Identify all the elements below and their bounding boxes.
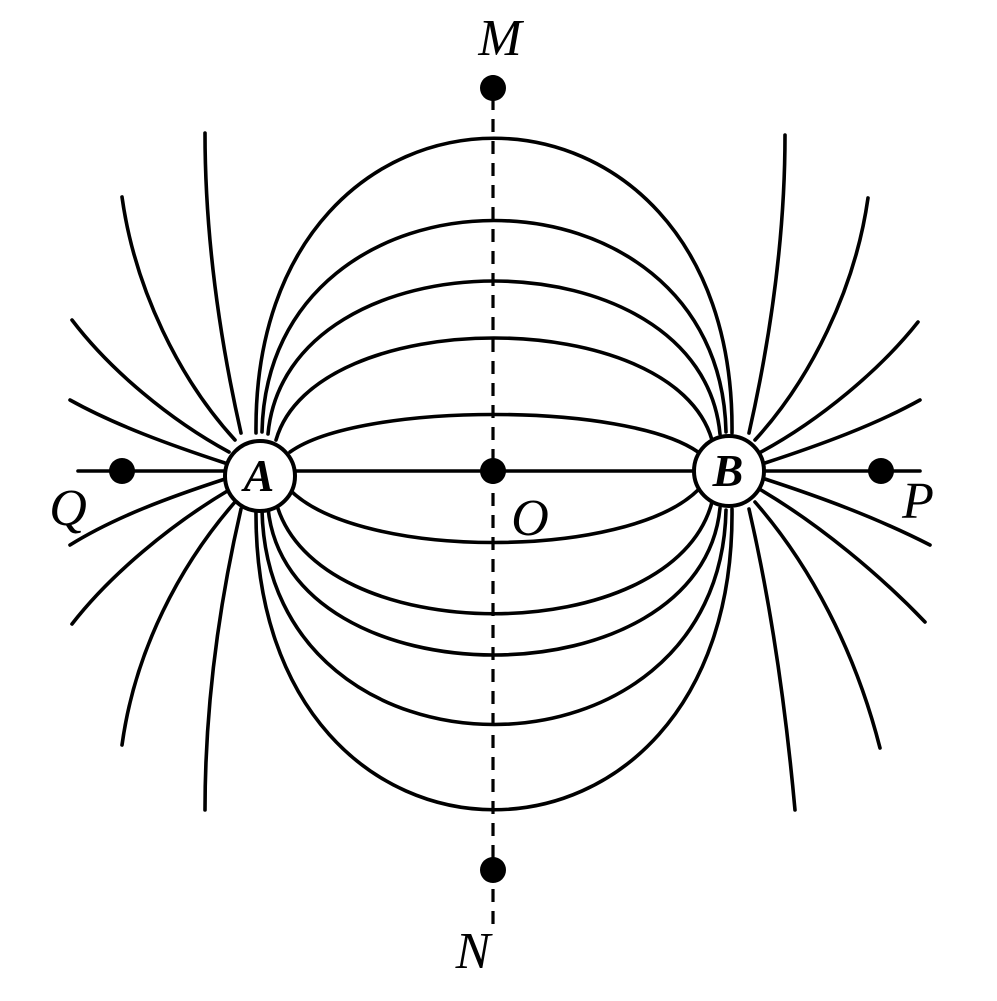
point-q-label: Q xyxy=(49,480,87,537)
point-m-dot xyxy=(480,75,506,101)
field-line-right-upper-4 xyxy=(747,133,787,435)
field-line-right-lower-4 xyxy=(747,507,797,812)
point-p-dot xyxy=(868,458,894,484)
point-o-label: O xyxy=(511,490,549,547)
field-line-left-lower-1 xyxy=(68,477,227,547)
field-line-left-upper-1 xyxy=(68,398,227,465)
field-line-right-upper-1 xyxy=(763,398,922,465)
field-line-lower-1 xyxy=(288,488,700,545)
charge-a-circle xyxy=(223,439,297,513)
point-p-label: P xyxy=(901,473,934,530)
field-line-upper-3 xyxy=(266,279,722,436)
field-line-right-lower-1 xyxy=(763,477,932,547)
field-line-left-upper-4 xyxy=(203,131,243,435)
field-line-upper-2 xyxy=(274,336,714,442)
charge-b-circle xyxy=(692,434,766,508)
field-line-left-lower-3 xyxy=(120,500,237,747)
field-line-upper-4 xyxy=(260,218,728,434)
charge-b-label: B xyxy=(712,445,744,496)
charge-a-label: A xyxy=(241,450,275,501)
field-line-left-upper-2 xyxy=(70,318,231,454)
field-line-upper-1 xyxy=(288,412,700,454)
field-line-left-lower-4 xyxy=(203,507,243,812)
field-line-lower-3 xyxy=(266,506,722,657)
point-m-label: M xyxy=(477,10,524,67)
field-line-right-lower-3 xyxy=(753,500,882,750)
field-line-lower-2 xyxy=(274,500,714,616)
point-n-dot xyxy=(480,857,506,883)
field-line-upper-5 xyxy=(254,136,734,435)
field-line-left-lower-2 xyxy=(70,488,231,626)
field-line-right-lower-2 xyxy=(759,488,927,624)
point-n-label: N xyxy=(455,923,494,980)
point-q-dot xyxy=(109,458,135,484)
field-line-right-upper-2 xyxy=(759,320,920,454)
field-line-lower-4 xyxy=(260,508,728,727)
point-o-dot xyxy=(480,458,506,484)
field-line-lower-5 xyxy=(254,507,734,812)
field-line-left-upper-3 xyxy=(120,195,237,442)
field-line-right-upper-3 xyxy=(753,196,870,442)
